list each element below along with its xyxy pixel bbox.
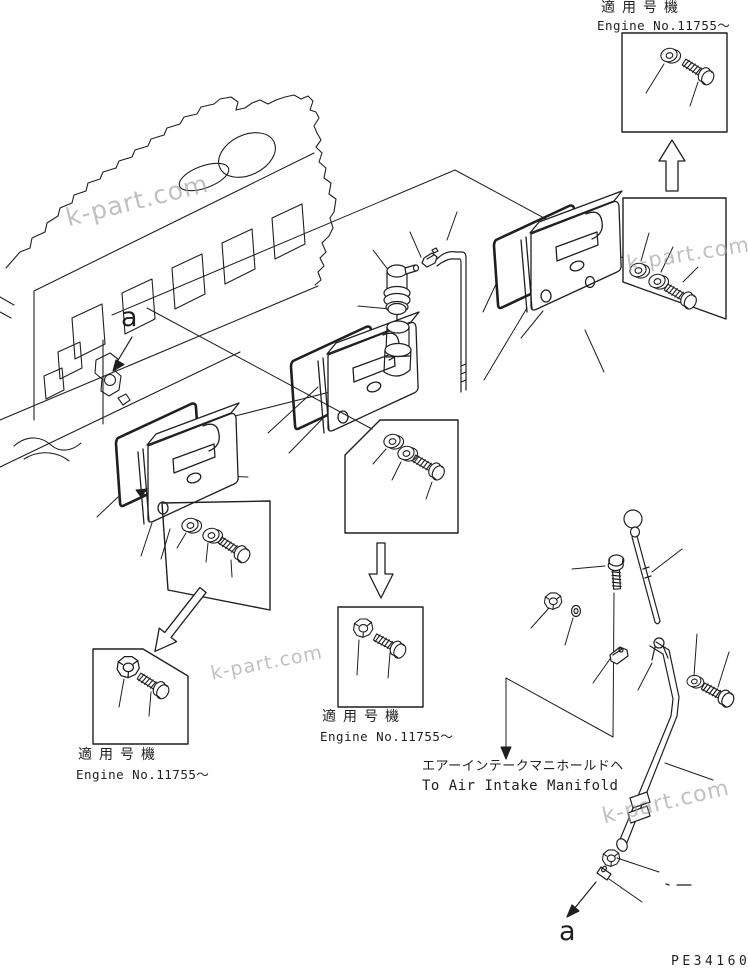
detail-box-right <box>622 197 727 320</box>
callout-top-right-title: 適用号機 <box>601 0 685 16</box>
cover-left <box>137 402 240 525</box>
tube-clamp <box>609 646 629 665</box>
view-marker-a-tube: a <box>559 916 576 947</box>
cylinder-bore <box>218 132 276 178</box>
manifold-note-jp: エアーインテークマニホールドヘ <box>422 759 624 774</box>
manifold-note-en: To Air Intake Manifold <box>422 778 619 794</box>
air-intake-tube <box>596 641 714 903</box>
breather-element <box>383 320 412 377</box>
manifold-note-pointer <box>500 677 614 760</box>
mount-boss <box>94 352 122 397</box>
cover-right <box>520 190 623 313</box>
view-marker-arrow-tube <box>566 881 597 918</box>
drawing-number: PE34160 <box>671 954 748 969</box>
callout-bottom-left-title: 適用号機 <box>78 747 162 763</box>
mounting-bolt-vertical <box>571 554 626 738</box>
callout-bottom-center-subtitle: Engine No.11755～ <box>320 729 454 744</box>
detail-box-bottom-center <box>337 606 424 708</box>
hose-clamp <box>421 247 439 268</box>
engine-block <box>0 94 337 468</box>
callout-top-right-subtitle: Engine No.11755～ <box>597 18 731 33</box>
leader-long <box>146 307 373 430</box>
o-ring <box>387 302 407 326</box>
tube-union-nut <box>629 791 651 809</box>
clamp-hardware <box>530 592 738 710</box>
block-arrow-diagonal <box>154 586 207 653</box>
block-arrow-down <box>368 542 394 599</box>
dipstick <box>623 509 683 625</box>
block-arrow-up <box>658 139 686 192</box>
detail-box-left <box>161 500 271 611</box>
detail-box-top-right <box>621 32 728 133</box>
cylinder-bore <box>178 162 230 192</box>
breather-tube <box>436 251 467 393</box>
callout-bottom-center-title: 適用号機 <box>322 709 406 725</box>
view-marker-arrow-engine <box>112 336 133 372</box>
elbow-fitting <box>596 866 612 881</box>
detail-box-middle <box>344 419 459 534</box>
callout-bottom-left-subtitle: Engine No.11755～ <box>76 767 210 782</box>
detail-box-bottom-left <box>92 648 189 745</box>
view-marker-a-engine: a <box>121 302 138 333</box>
